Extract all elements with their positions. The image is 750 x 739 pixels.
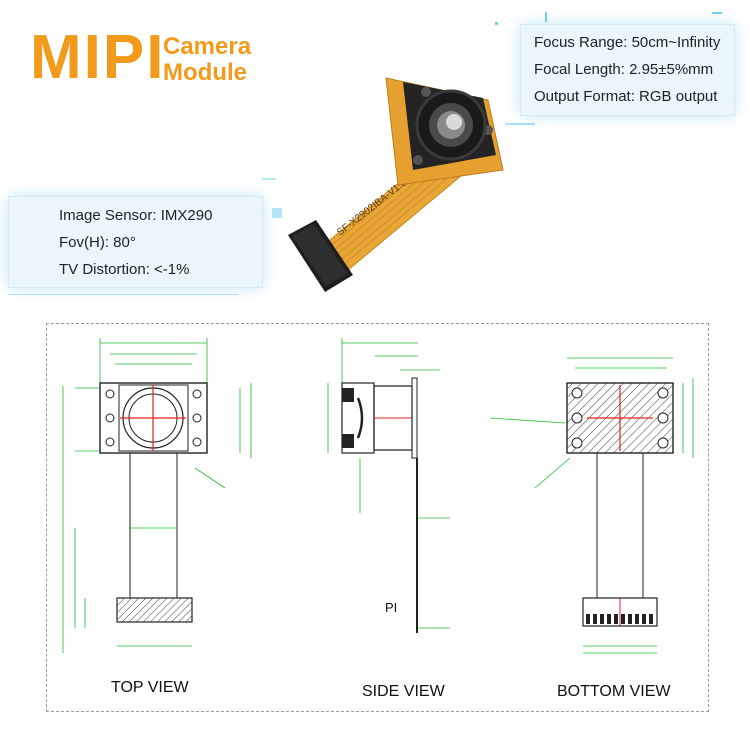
connector-face	[292, 224, 348, 286]
bottom-mount-hole	[571, 387, 583, 399]
lens-reflection	[446, 114, 462, 130]
bottom-flex-cable	[596, 452, 644, 599]
spec-box-optics: Focus Range: 50cm~Infinity Focal Length:…	[520, 24, 735, 116]
deco-tick	[712, 12, 722, 14]
spec-fov: Fov(H): 80°	[59, 234, 136, 251]
deco-line	[8, 294, 238, 295]
top-mount-hole	[192, 389, 202, 399]
spec-focus-range: Focus Range: 50cm~Infinity	[534, 34, 721, 51]
mount-hole	[413, 155, 423, 165]
deco-square	[272, 208, 282, 218]
bottom-mount-hole	[657, 437, 669, 449]
deco-tick	[545, 12, 547, 22]
bottom-view-drawing	[489, 357, 694, 654]
technical-drawing-frame	[46, 323, 709, 712]
mount-hole	[421, 87, 431, 97]
bottom-connector-pins	[586, 614, 653, 624]
label-bottom-view: BOTTOM VIEW	[557, 683, 671, 700]
top-mount-hole	[105, 413, 115, 423]
title-line-camera: Camera	[163, 33, 252, 60]
deco-line	[262, 178, 276, 180]
side-pcb	[411, 377, 418, 459]
top-mount-hole	[192, 413, 202, 423]
side-lens-cap	[342, 388, 354, 402]
top-flex-cable	[129, 452, 178, 599]
label-top-view: TOP VIEW	[111, 679, 189, 696]
bottom-mount-hole	[571, 437, 583, 449]
bottom-mount-hole	[657, 387, 669, 399]
spec-box-sensor: Image Sensor: IMX290 Fov(H): 80° TV Dist…	[8, 196, 263, 288]
deco-line	[505, 123, 535, 125]
title-mipi: MIPI	[30, 23, 166, 92]
top-view-dimensions	[62, 338, 252, 653]
spec-tv-distortion: TV Distortion: <-1%	[59, 261, 190, 278]
label-side-view: SIDE VIEW	[362, 683, 445, 700]
bottom-mount-hole	[657, 412, 669, 424]
side-view-drawing	[327, 338, 450, 633]
bottom-mount-hole	[571, 412, 583, 424]
top-mount-hole	[105, 389, 115, 399]
side-lens-curve	[356, 397, 364, 439]
camera-module-illustration: SF-X2902IBA-V1.0	[288, 77, 504, 292]
top-connector	[116, 597, 193, 623]
title-line-module: Module	[163, 59, 247, 86]
spec-focal-length: Focal Length: 2.95±5%mm	[534, 61, 714, 78]
deco-dot	[495, 22, 498, 25]
spec-output-format: Output Format: RGB output	[534, 88, 718, 105]
top-mount-hole	[105, 437, 115, 447]
top-center-mark	[120, 385, 186, 451]
side-view-dimensions	[327, 338, 450, 629]
title-camera-module: Camera Module	[163, 34, 251, 86]
bottom-center-mark	[587, 385, 653, 451]
spec-image-sensor: Image Sensor: IMX290	[59, 207, 213, 224]
bottom-view-dimensions	[489, 357, 694, 654]
side-view-pi-marker: PI	[385, 600, 398, 615]
top-view-drawing	[62, 338, 252, 653]
top-mount-hole	[192, 437, 202, 447]
side-lens-cap	[342, 434, 354, 448]
